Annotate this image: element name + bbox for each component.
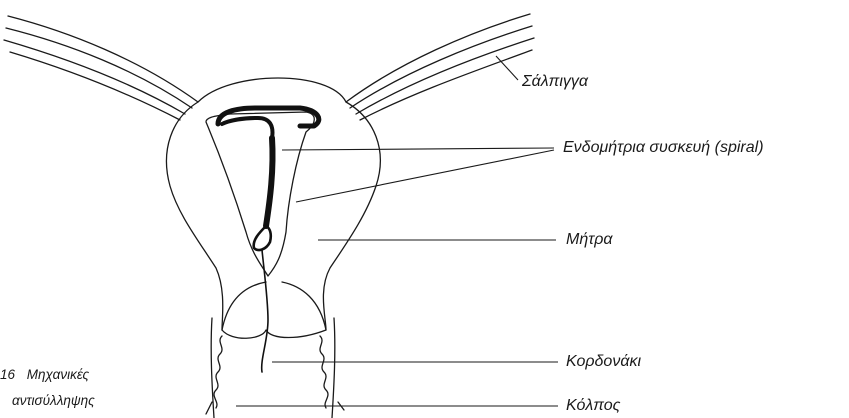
figure-caption-line2: αντισύλληψης [12,393,95,408]
leader-iud-2 [296,150,554,202]
vagina-right-wall [332,318,335,418]
leader-iud-1 [282,148,554,150]
uterus-outline [166,78,380,338]
figure-caption-line1: Μηχανικές [27,367,89,382]
label-fallopian-tube: Σάλπιγγα [522,74,588,90]
figure-caption-line2-wrap: αντισύλληψης [12,394,95,408]
figure-number: 16 [0,367,15,382]
label-iud: Ενδομήτρια συσκευή (spiral) [563,140,764,156]
label-vagina: Κόλπος [566,398,620,414]
label-uterus: Μήτρα [566,232,612,248]
figure-caption: 16 Μηχανικές [0,368,89,382]
left-fallopian-tube [4,16,198,120]
label-string: Κορδονάκι [566,354,641,370]
uterine-cavity [206,112,314,276]
